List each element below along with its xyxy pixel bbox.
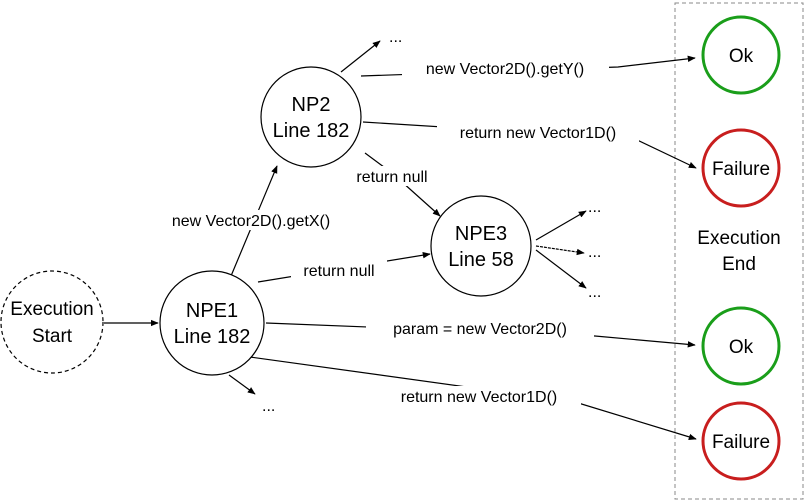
edge-label-np2-to-failure: return new Vector1D()	[460, 125, 617, 142]
ellipsis-npe3-bottom: ...	[588, 284, 601, 301]
edge-npe3-to-more-2	[535, 245, 585, 256]
edge-np2-to-more	[340, 40, 381, 73]
end-node-failure-top: Failure	[701, 128, 781, 208]
edge-label-np2-to-ok: new Vector2D().getY()	[426, 61, 584, 78]
node-execution-start-line2: Start	[32, 326, 73, 347]
node-npe1-line1: NPE1	[186, 300, 238, 322]
edge-label-npe1-to-ok: param = new Vector2D()	[393, 321, 567, 338]
end-node-failure-top-label: Failure	[712, 159, 770, 180]
ellipsis-npe3-middle: ...	[588, 244, 601, 261]
ellipsis-npe3-top: ...	[588, 199, 601, 216]
node-npe3-line1: NPE3	[455, 223, 507, 245]
end-node-ok-bottom-label: Ok	[729, 337, 754, 358]
node-np2-line1: NP2	[292, 94, 331, 116]
node-execution-start: Execution Start	[0, 270, 104, 374]
end-node-ok-bottom: Ok	[701, 306, 781, 386]
node-npe3: NPE3 Line 58	[430, 195, 532, 297]
end-node-failure-bottom-label: Failure	[712, 432, 770, 453]
edge-npe3-to-more-3	[535, 249, 587, 289]
edge-npe3-to-more-1	[535, 210, 587, 241]
end-node-ok-top-label: Ok	[729, 46, 754, 67]
node-np2: NP2 Line 182	[260, 66, 362, 168]
execution-end-label-line1: Execution	[697, 228, 780, 249]
edge-label-npe1-to-np2: new Vector2D().getX()	[172, 213, 330, 230]
end-node-failure-bottom: Failure	[701, 401, 781, 481]
end-node-ok-top: Ok	[701, 15, 781, 95]
node-np2-line2: Line 182	[273, 120, 350, 142]
node-npe3-line2: Line 58	[448, 249, 514, 271]
execution-end-label-line2: End	[722, 254, 756, 275]
node-npe1: NPE1 Line 182	[159, 270, 265, 376]
edge-label-npe1-to-npe3: return null	[303, 263, 374, 280]
execution-end-region	[674, 2, 804, 500]
edge-npe1-to-more	[228, 374, 256, 395]
edge-label-np2-to-npe3: return null	[356, 169, 427, 186]
edge-label-npe1-to-failure: return new Vector1D()	[401, 389, 558, 406]
node-execution-start-line1: Execution	[10, 299, 93, 320]
ellipsis-npe1: ...	[262, 398, 275, 415]
node-npe1-line2: Line 182	[174, 326, 251, 348]
ellipsis-np2: ...	[389, 29, 402, 46]
